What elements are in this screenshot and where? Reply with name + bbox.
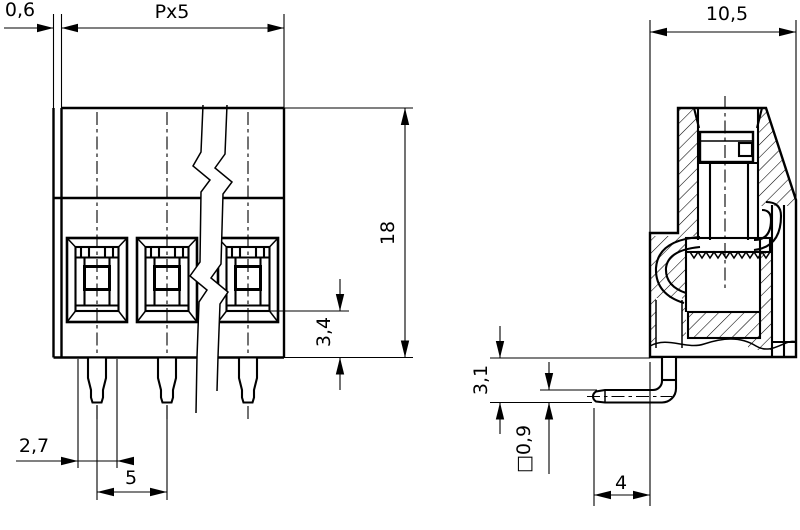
clamp-detent [737, 141, 754, 158]
solder-pin [237, 356, 259, 404]
front-view [52, 104, 286, 422]
dim-2-7: 2,7 [16, 359, 134, 468]
solder-pins-front [86, 356, 259, 404]
dim-3-4: 3,4 [270, 279, 349, 390]
side-view [587, 96, 798, 404]
side-hatching [650, 108, 796, 350]
front-dimensions: 0,6 Px5 18 3,4 [4, 0, 413, 500]
wire-cavity [649, 240, 797, 350]
wire-protector [684, 236, 772, 260]
dim-label-px5: Px5 [155, 1, 190, 23]
dim-4: 4 [593, 362, 651, 506]
dim-label-5: 5 [125, 467, 137, 489]
bent-pin [591, 355, 678, 404]
material-boundary-wave [649, 338, 797, 350]
side-silhouette [648, 106, 798, 359]
break-mask [190, 105, 232, 413]
dim-label-3-1: 3,1 [470, 365, 492, 395]
dim-label-4: 4 [615, 472, 627, 494]
solder-pin [156, 356, 178, 404]
dim-px5: Px5 [61, 1, 285, 108]
dim-3-1: 3,1 [470, 326, 650, 434]
clamp-screw [692, 107, 764, 240]
dim-18: 18 [284, 107, 413, 359]
side-center-lines [587, 96, 726, 398]
dim-label-2-7: 2,7 [19, 435, 49, 457]
dim-5: 5 [96, 405, 168, 500]
dim-0-9: □0,9 [513, 362, 597, 474]
front-body [52, 108, 286, 359]
dim-label-10-5: 10,5 [706, 3, 748, 25]
side-dimensions: 10,5 3,1 □0,9 4 [470, 3, 797, 506]
dim-label-0-6: 0,6 [5, 0, 35, 21]
dim-label-18: 18 [377, 221, 399, 245]
dim-10-5: 10,5 [649, 3, 797, 232]
side-right-slots [655, 205, 796, 357]
dim-0-6: 0,6 [4, 0, 63, 108]
break-line-left [188, 104, 212, 414]
dim-label-3-4: 3,4 [313, 317, 335, 347]
solder-pin [86, 356, 108, 404]
break-line-right [209, 104, 234, 392]
terminal-windows [65, 236, 280, 324]
dim-label-0-9: □0,9 [513, 425, 535, 473]
